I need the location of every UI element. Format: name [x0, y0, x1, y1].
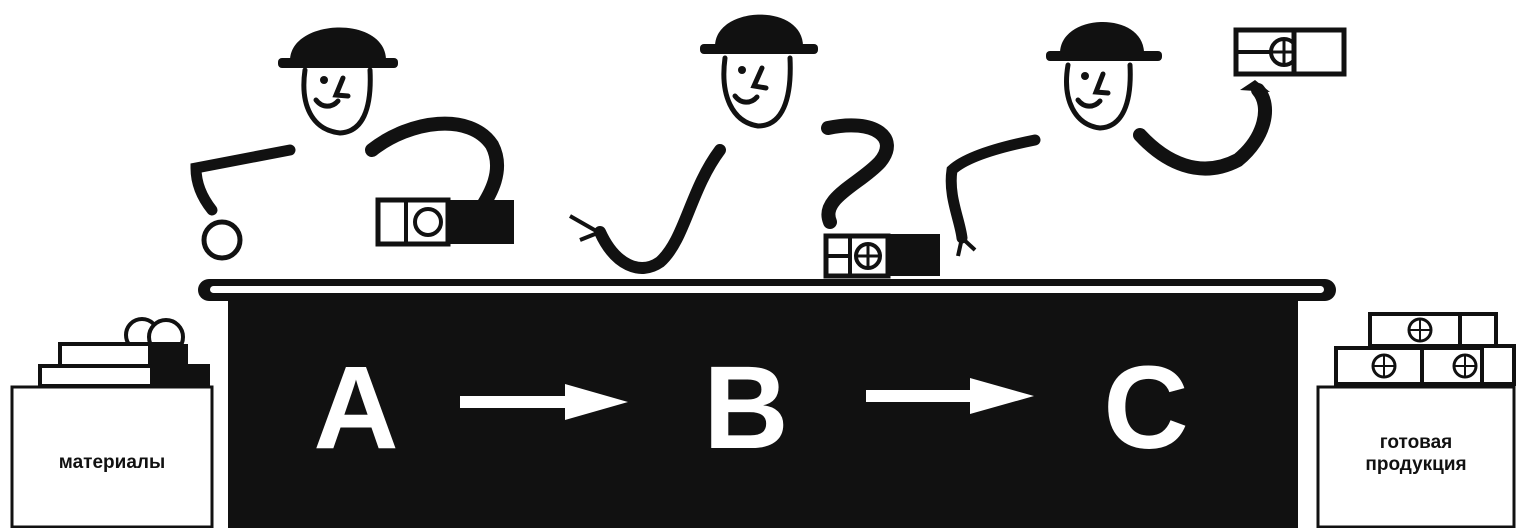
worker-2	[570, 15, 940, 276]
finished-products-icon	[1336, 314, 1514, 384]
stage-label-c: C	[1086, 358, 1206, 458]
part-stage-a-icon	[378, 200, 514, 244]
worker-right-arm	[1140, 90, 1265, 169]
hard-hat-icon	[278, 27, 398, 68]
stage-label-a: A	[296, 358, 416, 458]
hard-hat-icon	[1046, 22, 1162, 61]
worker-face	[724, 58, 790, 126]
worker-3	[951, 22, 1344, 256]
materials-box	[12, 319, 212, 527]
part-stage-b-icon	[826, 234, 940, 276]
stage-label-b: B	[686, 358, 806, 458]
worker-right-arm	[372, 124, 497, 210]
products-box	[1318, 314, 1514, 527]
worker-face	[1067, 65, 1131, 128]
worker-left-arm	[951, 140, 1035, 238]
worker-left-arm	[600, 150, 720, 268]
materials-label: материалы	[12, 452, 212, 474]
worker-left-arm	[196, 150, 290, 210]
ring-part-icon	[204, 222, 240, 258]
worker-right-arm	[828, 125, 887, 222]
raw-materials-icon	[40, 319, 208, 386]
part-stage-c-icon	[1236, 30, 1344, 74]
worker-face	[304, 70, 370, 133]
products-label: готовая продукция	[1348, 432, 1484, 476]
worker-1	[196, 27, 514, 258]
hard-hat-icon	[700, 15, 818, 54]
